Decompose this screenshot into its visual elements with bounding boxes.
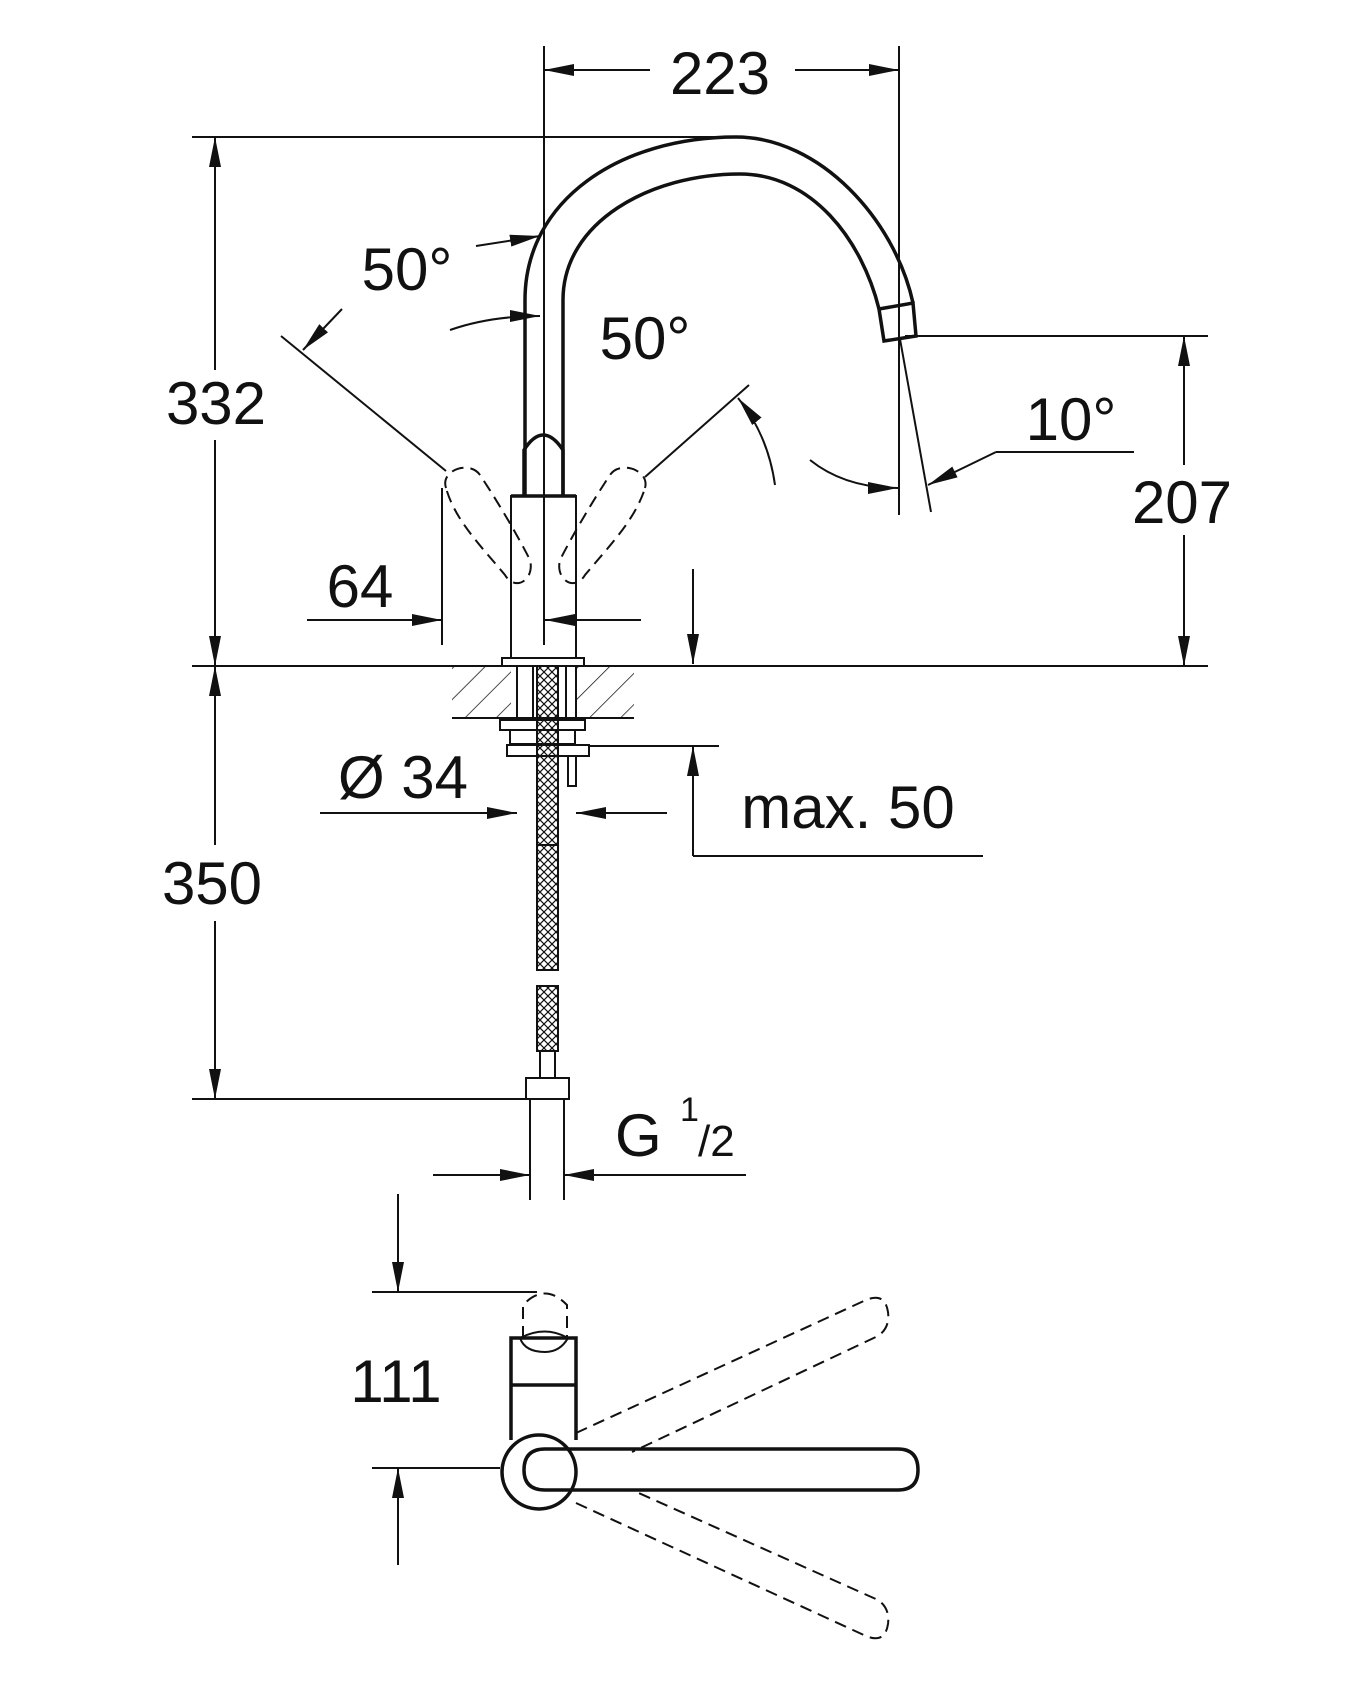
dimension-350-label: 350 — [162, 850, 262, 917]
thread-numerator: 1 — [680, 1091, 699, 1129]
dimension-332: 332 — [166, 136, 736, 666]
lever-positions-side — [280, 335, 750, 584]
angle-50-right-label: 50° — [600, 305, 691, 372]
faucet-body — [501, 494, 585, 667]
top-view — [500, 1292, 920, 1640]
dimension-223-label: 223 — [670, 40, 770, 107]
lever-top-view — [522, 1447, 920, 1492]
angle-50-right: 50° — [600, 305, 776, 664]
dimension-thread-g-half: G 1 /2 — [433, 1091, 746, 1181]
dimension-332-label: 332 — [166, 370, 266, 437]
thread-g-label: G — [615, 1102, 662, 1169]
dimension-111: 111 — [350, 1194, 537, 1565]
dimension-350: 350 — [162, 666, 526, 1100]
hose-connector-nut — [525, 1077, 570, 1100]
lever-pivot — [500, 1433, 578, 1511]
angle-50-left-label: 50° — [362, 236, 453, 303]
dimension-diameter-34: Ø 34 — [320, 744, 667, 819]
dimension-max-50-label: max. 50 — [741, 774, 954, 841]
dimension-223: 223 — [543, 40, 900, 645]
angle-10: 10° — [809, 338, 1134, 513]
dimension-max-50: max. 50 — [589, 745, 983, 857]
spout-aerator — [877, 300, 918, 343]
dimension-diameter-34-label: Ø 34 — [338, 744, 468, 811]
dimension-207-label: 207 — [1132, 469, 1232, 536]
dimension-64: 64 — [307, 488, 641, 645]
lever-handle — [522, 433, 565, 496]
thread-denominator: /2 — [698, 1117, 735, 1166]
flexible-hose — [525, 665, 570, 1200]
spout — [522, 135, 918, 496]
dimension-207: 207 — [905, 335, 1232, 666]
dimension-111-label: 111 — [350, 1348, 441, 1415]
dimension-64-label: 64 — [327, 553, 394, 620]
angle-10-label: 10° — [1026, 386, 1117, 453]
angle-50-left: 50° — [302, 234, 541, 351]
